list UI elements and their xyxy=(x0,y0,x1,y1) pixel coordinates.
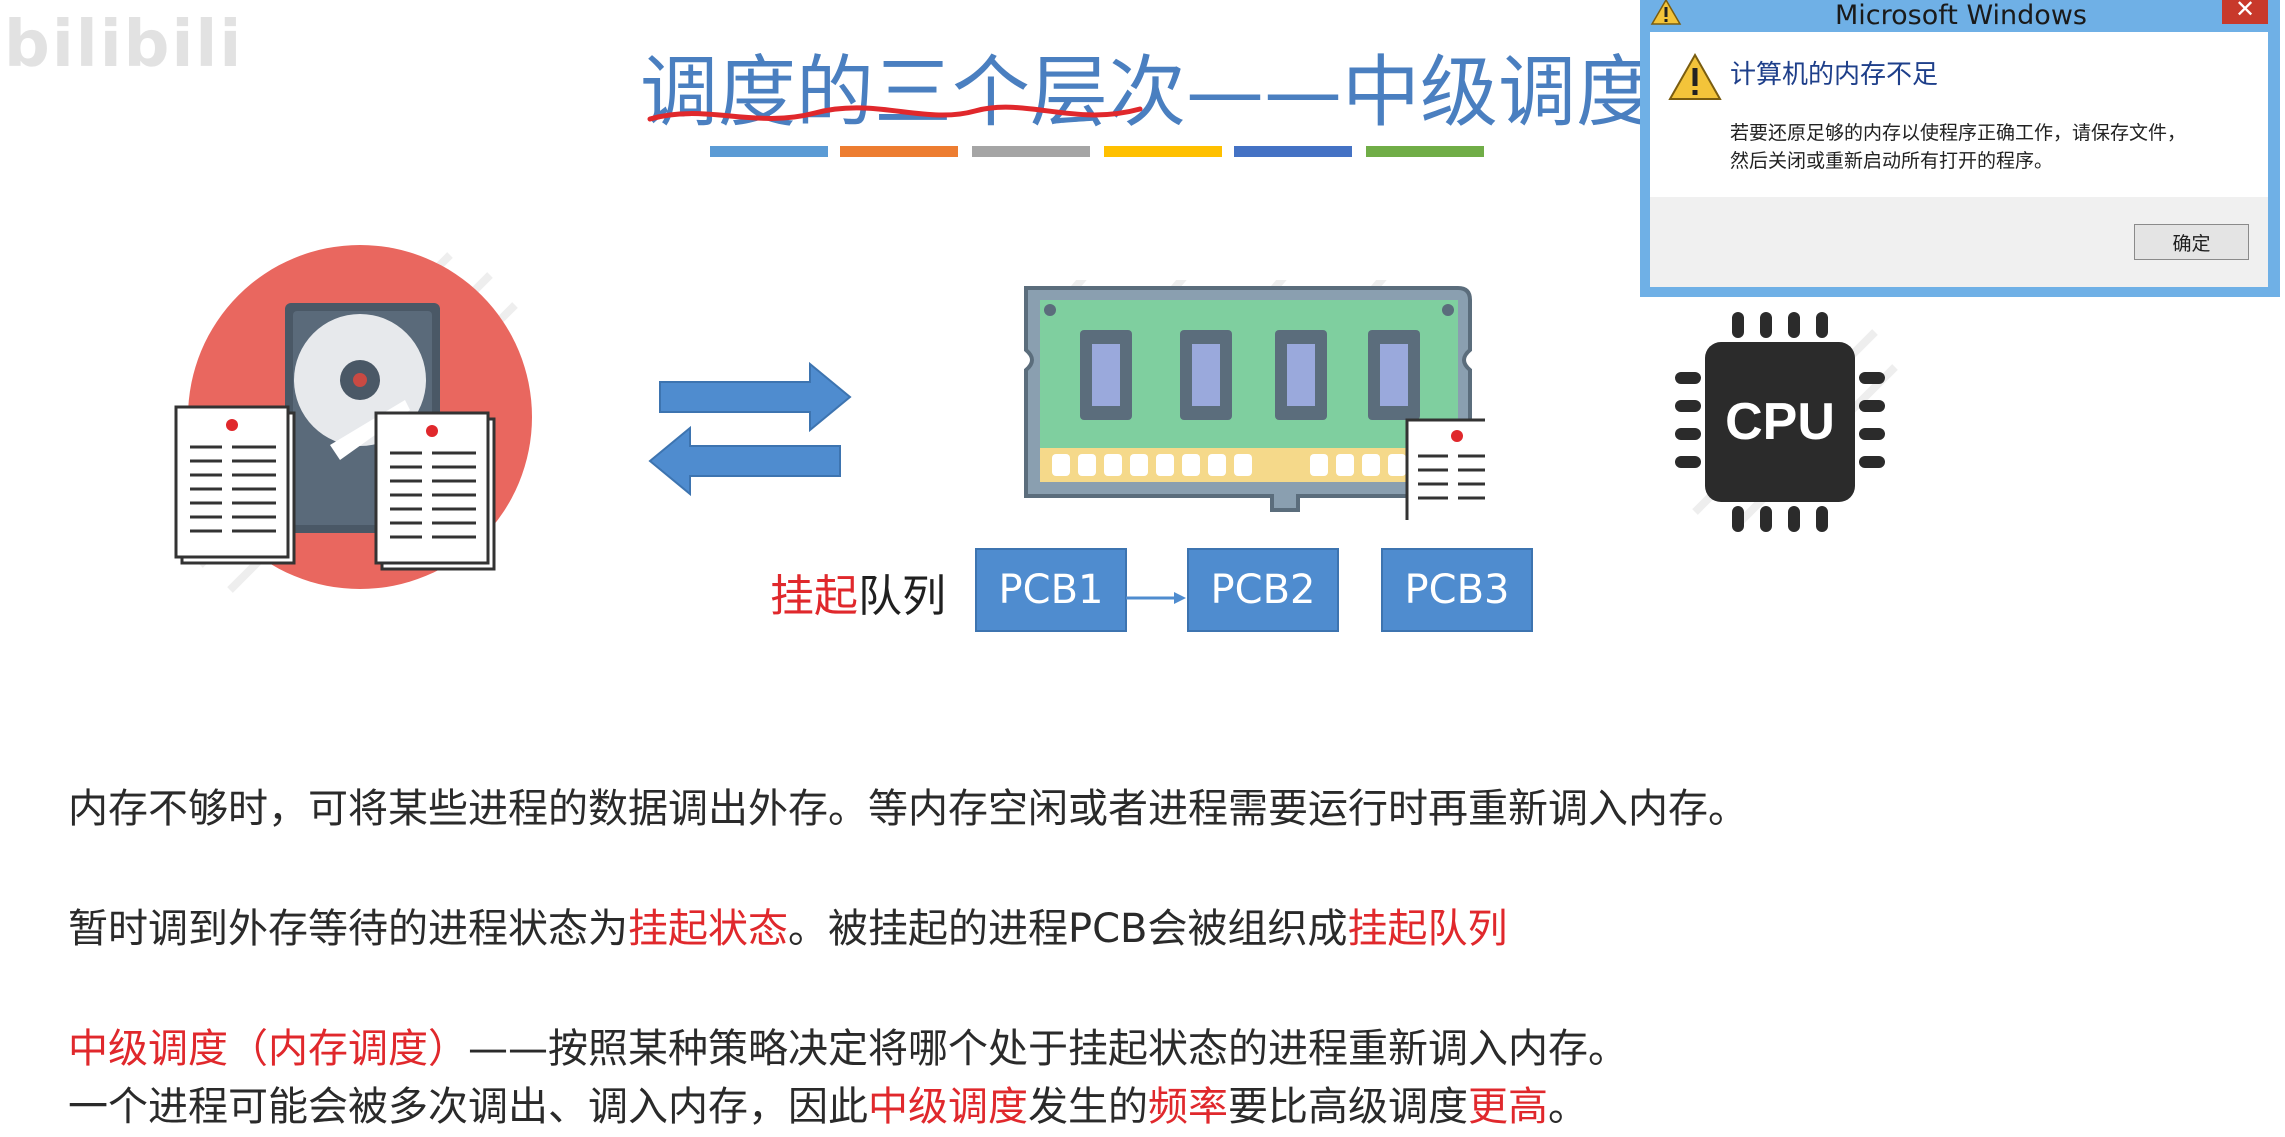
text-segment: 。被挂起的进程PCB会被组织成 xyxy=(788,906,1348,952)
page-title: 调度的三个层次——中级调度 xyxy=(640,48,1655,138)
memory-stick-icon xyxy=(1024,280,1485,520)
dialog-heading: 计算机的内存不足 xyxy=(1730,60,1939,90)
highlight-suspend-state: 挂起状态 xyxy=(628,906,788,952)
dialog-title: Microsoft Windows xyxy=(1835,0,2087,31)
document-icon xyxy=(174,405,296,565)
highlight-suspend-queue: 挂起队列 xyxy=(1347,906,1508,952)
paragraph-1: 内存不够时，可将某些进程的数据调出外存。等内存空闲或者进程需要运行时再重新调入内… xyxy=(68,786,1748,832)
title-red-underline xyxy=(647,104,1143,122)
warning-icon xyxy=(1650,0,1682,25)
document-icon xyxy=(1405,418,1485,520)
color-bar xyxy=(1366,146,1484,157)
bilibili-watermark: bilibili xyxy=(4,8,244,82)
highlight-medium-term: 中级调度 xyxy=(868,1084,1028,1130)
dialog-footer: 确定 xyxy=(1650,197,2268,287)
swap-arrows-icon xyxy=(648,361,852,497)
dialog-titlebar[interactable]: Microsoft Windows ✕ xyxy=(1640,0,2280,31)
paragraph-3: 中级调度（内存调度）——按照某种策略决定将哪个处于挂起状态的进程重新调入内存。 xyxy=(68,1016,1628,1074)
pcb-box-1: PCB1 xyxy=(975,548,1127,632)
color-bar xyxy=(972,146,1090,157)
text-segment: 一个进程可能会被多次调出、调入内存，因此 xyxy=(68,1084,868,1130)
dialog-message-line: 若要还原足够的内存以使程序正确工作，请保存文件， xyxy=(1730,122,2187,144)
low-memory-dialog: Microsoft Windows ✕ 计算机的内存不足 若要还原足够的内存以使… xyxy=(1640,0,2280,297)
hard-disk-icon xyxy=(174,245,532,593)
queue-word: 队列 xyxy=(858,571,946,622)
dialog-body: 计算机的内存不足 若要还原足够的内存以使程序正确工作，请保存文件， 然后关闭或重… xyxy=(1650,32,2268,287)
suspend-queue-label: 挂起队列 xyxy=(770,560,946,624)
warning-icon xyxy=(1668,52,1722,100)
color-bar xyxy=(710,146,828,157)
text-segment: ——按照某种策略决定将哪个处于挂起状态的进程重新调入内存。 xyxy=(468,1026,1628,1072)
highlight-frequency: 频率 xyxy=(1148,1084,1228,1130)
text-segment: 。 xyxy=(1548,1084,1588,1130)
paragraph-2: 暂时调到外存等待的进程状态为挂起状态。被挂起的进程PCB会被组织成挂起队列 xyxy=(68,896,1508,954)
color-bar xyxy=(840,146,958,157)
dialog-ok-button[interactable]: 确定 xyxy=(2134,224,2249,260)
pcb-link-arrow xyxy=(1126,592,1186,604)
dialog-message-line: 然后关闭或重新启动所有打开的程序。 xyxy=(1730,150,2054,172)
cpu-chip-icon: CPU xyxy=(1675,312,1905,532)
highlight-higher: 更高 xyxy=(1468,1084,1548,1130)
cpu-label: CPU xyxy=(1725,393,1835,451)
highlight-medium-term-scheduling: 中级调度（内存调度） xyxy=(68,1026,468,1072)
color-bar xyxy=(1104,146,1222,157)
document-icon xyxy=(374,411,496,571)
paragraph-4: 一个进程可能会被多次调出、调入内存，因此中级调度发生的频率要比高级调度更高。 xyxy=(68,1074,1588,1132)
pcb-box-3: PCB3 xyxy=(1381,548,1533,632)
text-segment: 要比高级调度 xyxy=(1228,1084,1468,1130)
color-bar xyxy=(1234,146,1352,157)
text-segment: 暂时调到外存等待的进程状态为 xyxy=(68,906,628,952)
pcb-box-2: PCB2 xyxy=(1187,548,1339,632)
dialog-close-button[interactable]: ✕ xyxy=(2222,0,2268,24)
suspend-word: 挂起 xyxy=(770,571,858,622)
text-segment: 发生的 xyxy=(1028,1084,1148,1130)
